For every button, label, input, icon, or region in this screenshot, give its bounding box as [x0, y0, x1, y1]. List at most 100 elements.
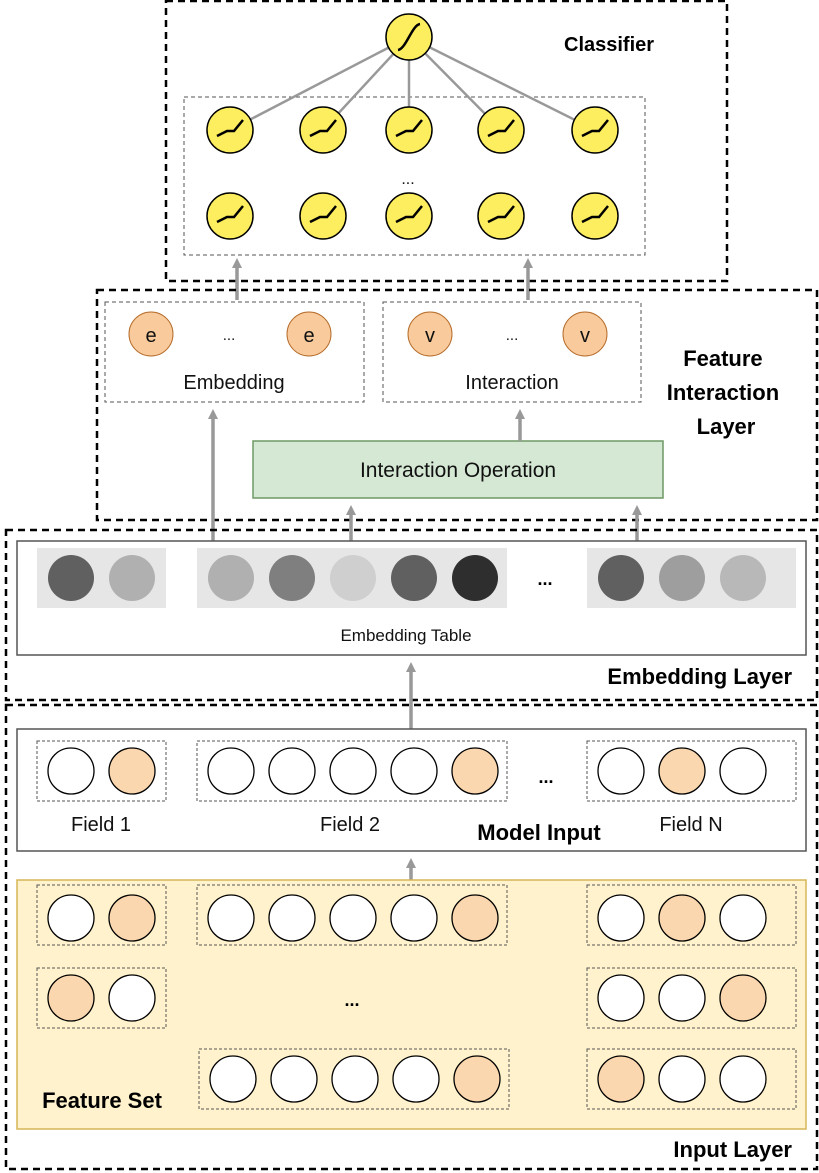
- model-input-field-1: [36, 740, 167, 802]
- onehot-cell: [392, 1055, 440, 1103]
- embedding-vector: [48, 555, 94, 601]
- token-e-right: e: [303, 325, 314, 347]
- onehot-cell: [597, 747, 645, 795]
- embedding-token-right: e: [286, 311, 332, 357]
- embedding-token-ellipsis: ...: [223, 327, 236, 344]
- hidden-layers-frame: [183, 96, 646, 256]
- onehot-cell: [719, 747, 767, 795]
- onehot-cell: [390, 747, 438, 795]
- onehot-cell: [658, 894, 706, 942]
- relu-icon: [487, 205, 515, 224]
- feature-set-row-6: [198, 1048, 510, 1110]
- interaction-token-ellipsis: ...: [506, 327, 519, 344]
- embedding-vector: [330, 555, 376, 601]
- embedding-vector: [109, 555, 155, 601]
- onehot-cell: [47, 747, 95, 795]
- onehot-cell: [207, 894, 255, 942]
- embedding-vector: [659, 555, 705, 601]
- onehot-cell: [329, 894, 377, 942]
- onehot-cell: [108, 747, 156, 795]
- model-input-fields: [36, 740, 797, 802]
- interaction-box-label: Interaction: [465, 372, 558, 394]
- relu-neuron: [385, 192, 433, 240]
- relu-icon: [395, 205, 423, 224]
- onehot-cell: [719, 974, 767, 1022]
- hidden-ellipsis: ...: [401, 171, 414, 188]
- relu-neuron: [299, 192, 347, 240]
- sigmoid-icon: [397, 22, 421, 52]
- feature-set-row-5: [586, 967, 797, 1029]
- feature-interaction-title: Feature Interaction Layer: [667, 346, 786, 439]
- onehot-cell: [268, 894, 316, 942]
- token-v-left: v: [425, 325, 435, 347]
- relu-neuron: [571, 192, 619, 240]
- onehot-cell: [719, 1055, 767, 1103]
- onehot-cell: [209, 1055, 257, 1103]
- onehot-cell: [268, 747, 316, 795]
- relu-neuron: [477, 106, 525, 154]
- relu-neuron: [477, 192, 525, 240]
- relu-icon: [581, 205, 609, 224]
- model-input-field-3: [586, 740, 797, 802]
- relu-neuron: [206, 106, 254, 154]
- interaction-token-right: v: [562, 311, 608, 357]
- model-input-title: Model Input: [477, 820, 601, 845]
- onehot-cell: [597, 974, 645, 1022]
- embedding-vector: [720, 555, 766, 601]
- model-input-field-2: [196, 740, 508, 802]
- feature-set-row-2: [196, 884, 508, 946]
- input-layer-frame: [4, 703, 819, 1171]
- feature-interaction-frame: [95, 288, 819, 522]
- onehot-cell: [597, 1055, 645, 1103]
- onehot-cell: [270, 1055, 318, 1103]
- hidden-neurons: [206, 106, 619, 240]
- onehot-cell: [597, 894, 645, 942]
- connection-line: [229, 35, 410, 132]
- relu-icon: [309, 205, 337, 224]
- feature-set-ellipsis: ...: [344, 990, 359, 1010]
- feature-set-row-4: [36, 967, 167, 1029]
- onehot-cell: [390, 894, 438, 942]
- embedding-vectors: [48, 555, 766, 601]
- relu-icon: [487, 119, 515, 138]
- relu-neuron: [206, 192, 254, 240]
- embedding-vector: [452, 555, 498, 601]
- onehot-cell: [719, 894, 767, 942]
- interaction-token-left: v: [407, 311, 453, 357]
- classifier-frame: [164, 0, 729, 283]
- relu-icon: [581, 119, 609, 138]
- field-n-label: Field N: [659, 814, 722, 836]
- onehot-cell: [658, 747, 706, 795]
- relu-icon: [395, 119, 423, 138]
- model-input-ellipsis: ...: [538, 767, 553, 787]
- relu-icon: [216, 205, 244, 224]
- onehot-cell: [451, 747, 499, 795]
- onehot-cell: [331, 1055, 379, 1103]
- embedding-vector: [391, 555, 437, 601]
- feature-set-row-3: [586, 884, 797, 946]
- embedding-ellipsis: ...: [537, 569, 552, 589]
- onehot-cell: [108, 894, 156, 942]
- connection-line: [408, 35, 596, 132]
- relu-icon: [309, 119, 337, 138]
- embedding-vector: [269, 555, 315, 601]
- relu-neuron: [385, 106, 433, 154]
- classifier-title: Classifier: [564, 34, 654, 56]
- onehot-cell: [207, 747, 255, 795]
- onehot-cell: [108, 974, 156, 1022]
- field-2-label: Field 2: [320, 814, 380, 836]
- onehot-cell: [658, 974, 706, 1022]
- embedding-vector: [208, 555, 254, 601]
- embedding-table-label: Embedding Table: [340, 626, 471, 645]
- feature-set-row-7: [586, 1048, 797, 1110]
- embedding-token-left: e: [128, 311, 174, 357]
- feature-set-rows: [36, 884, 797, 1110]
- onehot-cell: [47, 974, 95, 1022]
- field-1-label: Field 1: [71, 814, 131, 836]
- relu-icon: [216, 119, 244, 138]
- relu-neuron: [571, 106, 619, 154]
- onehot-cell: [658, 1055, 706, 1103]
- token-v-right: v: [580, 325, 590, 347]
- interaction-operation-label: Interaction Operation: [360, 459, 556, 482]
